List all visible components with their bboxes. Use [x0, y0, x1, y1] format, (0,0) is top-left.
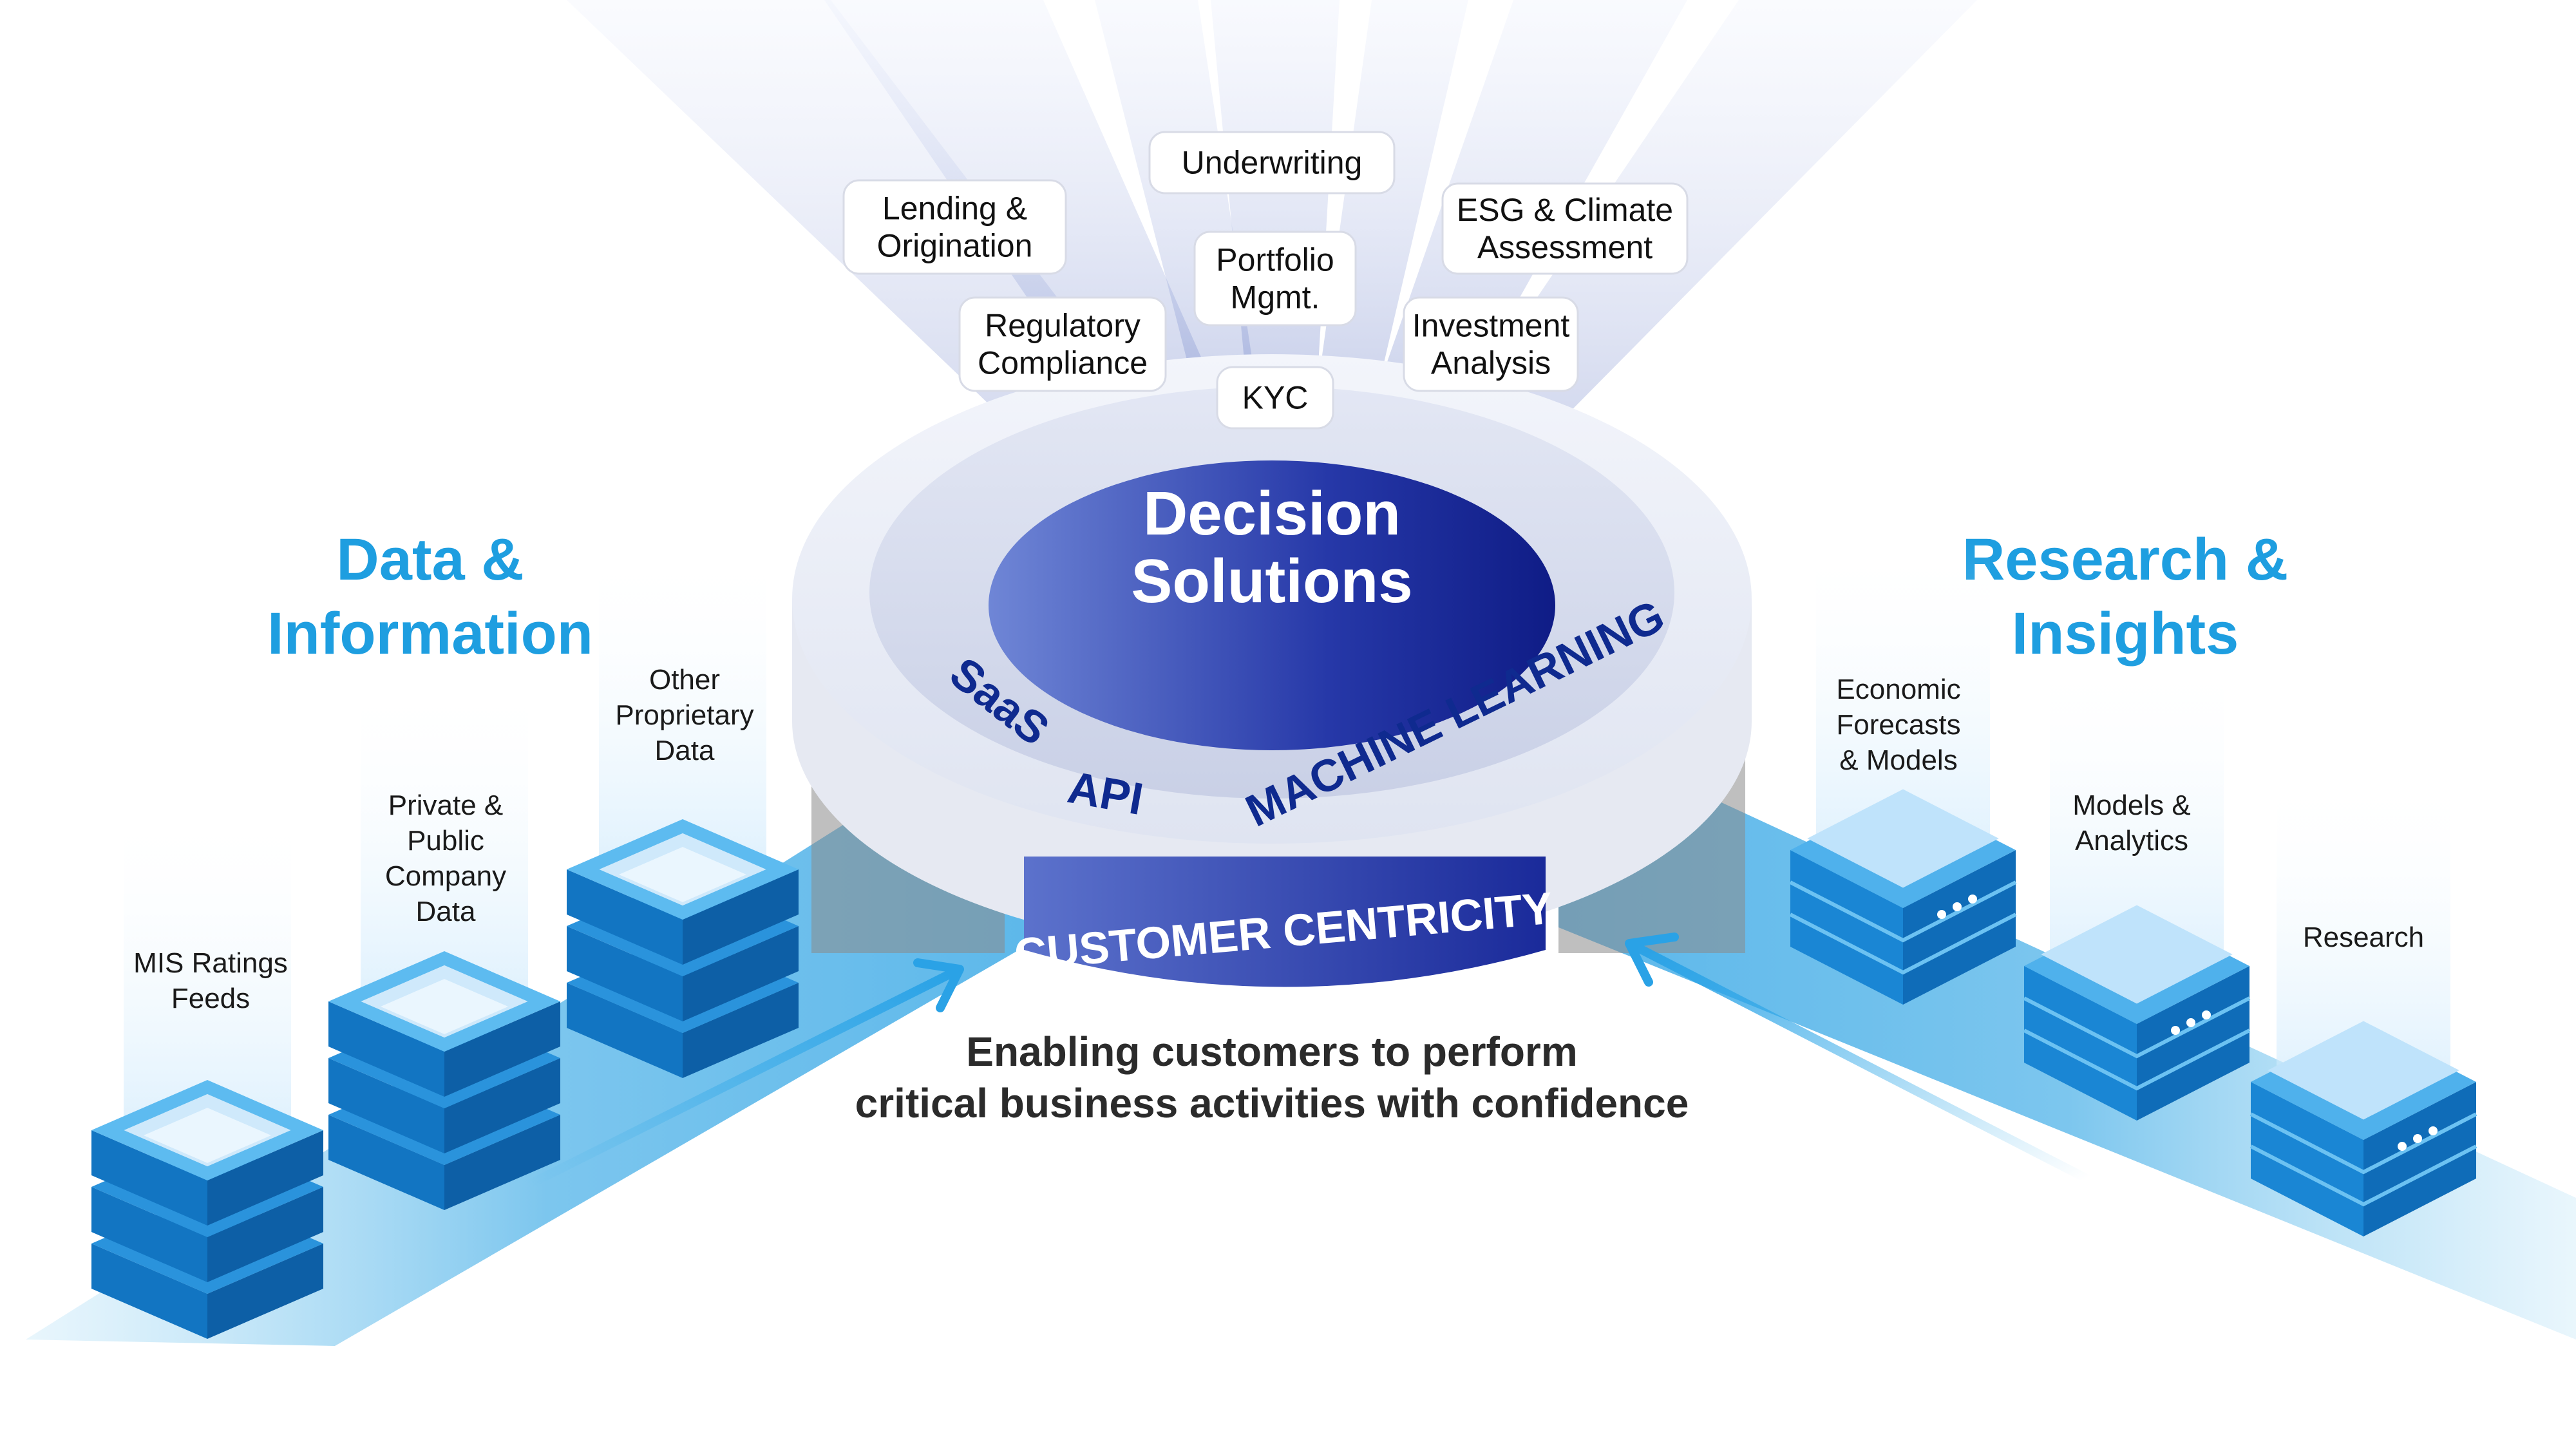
- application-tag: Lending &Origination: [842, 179, 1067, 275]
- tag-label-line: ESG & Climate: [1457, 192, 1673, 228]
- customer-centricity-band: [1024, 857, 1546, 987]
- tag-label-line: Regulatory: [985, 308, 1141, 344]
- tag-label-line: Origination: [877, 228, 1033, 264]
- tag-label-line: Analysis: [1431, 345, 1551, 381]
- database-stack-icon: [91, 808, 323, 1339]
- stack-label-line: Company: [385, 860, 506, 892]
- stack-label-line: Data: [655, 735, 715, 766]
- tag-label-line: KYC: [1242, 380, 1309, 416]
- left-section-title-line1: Data &: [336, 527, 524, 592]
- left-section-title-line2: Information: [267, 601, 593, 667]
- stack-label-line: Feeds: [171, 983, 250, 1014]
- server-label-line: Research: [2303, 922, 2424, 953]
- tagline-line2: critical business activities with confid…: [855, 1080, 1689, 1126]
- right-section-title-line1: Research &: [1962, 527, 2288, 592]
- server-label-line: Economic: [1836, 674, 1960, 705]
- database-stack-icon: [567, 547, 799, 1078]
- application-tag: Underwriting: [1148, 131, 1396, 194]
- tag-label-line: Lending &: [882, 191, 1027, 227]
- tag-label-line: Assessment: [1477, 229, 1653, 265]
- platform: [792, 354, 1752, 987]
- tag-label-line: Underwriting: [1182, 145, 1363, 181]
- server-icon: [1789, 541, 2017, 1005]
- stack-label-line: MIS Ratings: [133, 947, 288, 979]
- server-icon: [2023, 657, 2251, 1121]
- database-stack-icon: [328, 679, 560, 1210]
- stack-label-line: Data: [416, 896, 476, 927]
- server-icon: [2249, 773, 2477, 1236]
- server-label-line: Analytics: [2075, 825, 2188, 857]
- right-section-title-line2: Insights: [2012, 601, 2239, 667]
- tag-label-line: Compliance: [978, 345, 1148, 381]
- server-label-line: & Models: [1839, 744, 1957, 776]
- stack-label-line: Private &: [388, 790, 504, 821]
- tagline-line1: Enabling customers to perform: [966, 1028, 1577, 1075]
- tag-label-line: Mgmt.: [1231, 279, 1320, 316]
- core-title-line2: Solutions: [1131, 547, 1412, 616]
- server-label-line: Models &: [2072, 790, 2190, 821]
- core-title-line1: Decision: [1143, 479, 1401, 548]
- server-label-line: Forecasts: [1836, 709, 1960, 741]
- decision-core: [989, 460, 1555, 750]
- stack-label-line: Public: [407, 825, 484, 857]
- tag-label-line: Investment: [1412, 308, 1570, 344]
- left-arrow-icon: [524, 958, 964, 1189]
- stack-label-line: Other: [649, 664, 720, 696]
- tag-label-line: Portfolio: [1216, 242, 1334, 278]
- application-tag: KYC: [1216, 366, 1334, 430]
- stack-label-line: Proprietary: [615, 699, 753, 731]
- right-arrow-icon: [1625, 933, 2091, 1183]
